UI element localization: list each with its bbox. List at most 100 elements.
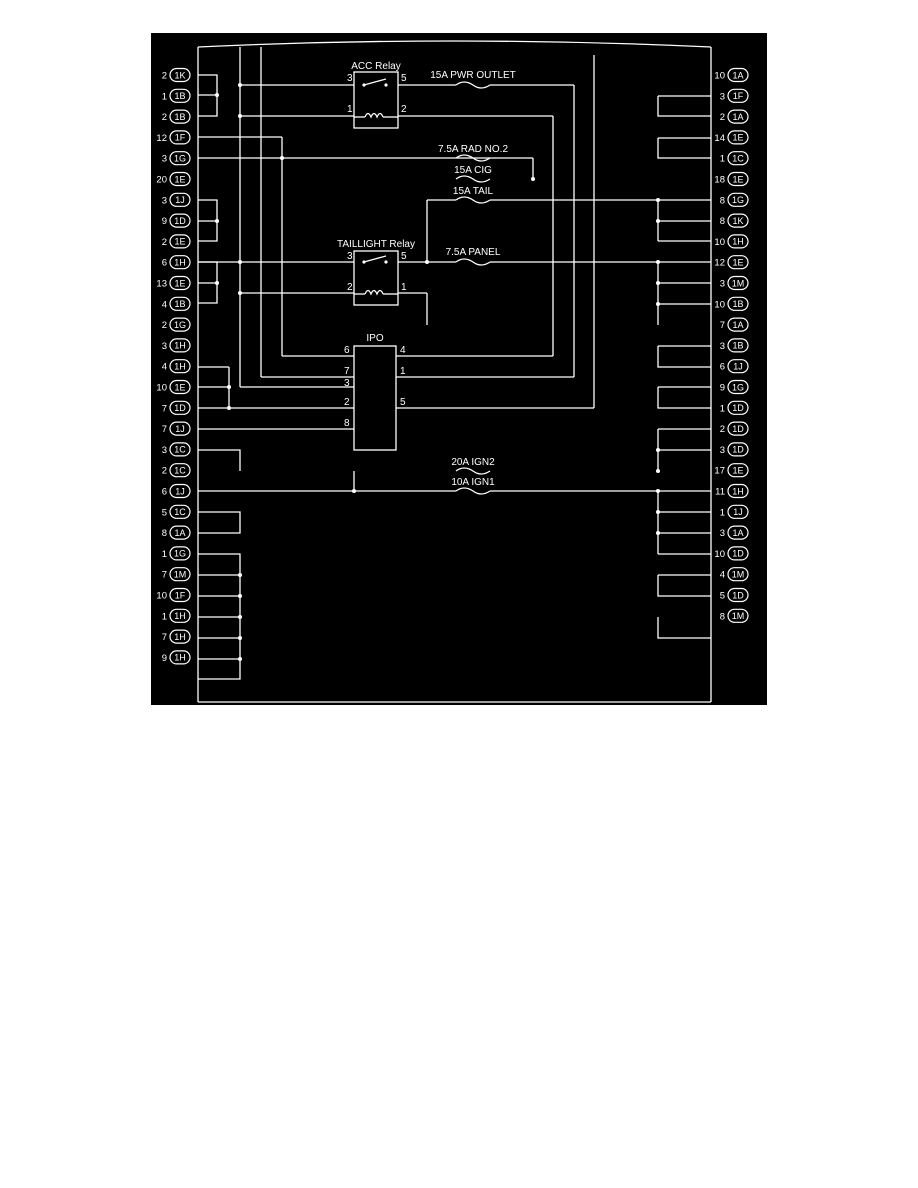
connector-oval bbox=[169, 359, 191, 374]
connector-pin-number: 10 bbox=[714, 549, 725, 560]
connector-pin-number: 8 bbox=[720, 216, 725, 227]
ipo-label: IPO bbox=[366, 333, 383, 344]
connector-id: 1K bbox=[174, 70, 185, 80]
connector-oval bbox=[169, 275, 191, 291]
connector-id: 1F bbox=[175, 590, 186, 600]
connector-pin-number: 7 bbox=[162, 403, 167, 414]
connector-pin-number: 6 bbox=[720, 362, 725, 373]
fuse-ign2-label: 20A IGN2 bbox=[451, 457, 495, 468]
connector-pin-number: 7 bbox=[162, 632, 167, 643]
acc-pin-2: 2 bbox=[401, 104, 407, 115]
connector-pin-number: 6 bbox=[162, 258, 167, 269]
connector-oval bbox=[169, 546, 191, 561]
connector-oval bbox=[169, 88, 191, 103]
connector-pin-number: 14 bbox=[714, 133, 725, 144]
acc-relay-label: ACC Relay bbox=[351, 61, 400, 72]
connector-oval bbox=[727, 67, 749, 83]
connector-oval bbox=[727, 234, 749, 249]
connector-id: 1D bbox=[732, 424, 744, 434]
ipo-pin-1: 1 bbox=[400, 366, 406, 377]
connector-id: 1H bbox=[174, 341, 186, 351]
connector-pin-number: 8 bbox=[720, 195, 725, 206]
connector-pin-number: 6 bbox=[162, 487, 167, 498]
connector-pin-number: 2 bbox=[162, 112, 167, 123]
connector-id: 1E bbox=[732, 174, 743, 184]
connector-oval bbox=[727, 525, 749, 540]
connector-oval bbox=[727, 463, 749, 478]
connector-id: 1E bbox=[732, 133, 743, 143]
connector-oval bbox=[169, 587, 191, 603]
fuse-tail-label: 15A TAIL bbox=[453, 186, 494, 197]
connector-pin-number: 2 bbox=[162, 320, 167, 331]
ipo-pin-3: 3 bbox=[344, 378, 350, 389]
connector-oval bbox=[169, 463, 191, 478]
connector-oval bbox=[169, 504, 191, 519]
connector-oval bbox=[727, 442, 749, 457]
connector-oval bbox=[727, 608, 749, 623]
connector-pin-number: 10 bbox=[156, 591, 167, 602]
connector-oval bbox=[169, 234, 191, 249]
connector-pin-number: 3 bbox=[162, 195, 167, 206]
connector-id: 1G bbox=[732, 195, 744, 205]
connector-oval bbox=[169, 483, 191, 499]
connector-oval bbox=[169, 213, 191, 228]
connector-id: 1M bbox=[732, 570, 745, 580]
connector-id: 1G bbox=[174, 549, 186, 559]
connector-pin-number: 1 bbox=[720, 154, 725, 165]
connector-id: 1J bbox=[733, 507, 743, 517]
connector-oval bbox=[169, 296, 191, 311]
connector-id: 1D bbox=[732, 445, 744, 455]
connector-pin-number: 18 bbox=[714, 175, 725, 186]
acc-pin-5: 5 bbox=[401, 73, 407, 84]
connector-oval bbox=[169, 421, 191, 436]
connector-id: 1F bbox=[175, 133, 186, 143]
connector-pin-number: 3 bbox=[162, 154, 167, 165]
connector-pin-number: 10 bbox=[156, 383, 167, 394]
connector-oval bbox=[727, 567, 749, 582]
connector-pin-number: 4 bbox=[162, 362, 167, 373]
connector-oval bbox=[169, 67, 191, 83]
fuse-cig-label: 15A CIG bbox=[454, 165, 492, 176]
connector-oval bbox=[727, 546, 749, 561]
connector-id: 1B bbox=[732, 299, 743, 309]
connector-id: 1B bbox=[174, 112, 185, 122]
connector-id: 1H bbox=[174, 362, 186, 372]
connector-pin-number: 2 bbox=[720, 424, 725, 435]
connector-pin-number: 1 bbox=[720, 507, 725, 518]
connector-pin-number: 11 bbox=[715, 487, 725, 498]
connector-pin-number: 10 bbox=[714, 237, 725, 248]
connector-oval bbox=[727, 359, 749, 374]
connector-id: 1E bbox=[732, 466, 743, 476]
connector-oval bbox=[727, 88, 749, 103]
connector-id: 1A bbox=[732, 528, 743, 538]
ipo-module bbox=[353, 345, 397, 451]
ipo-pin-5: 5 bbox=[400, 397, 406, 408]
connector-pin-number: 3 bbox=[720, 341, 725, 352]
connector-pin-number: 4 bbox=[720, 570, 725, 581]
taillight-relay-label: TAILLIGHT Relay bbox=[337, 239, 415, 250]
connector-oval bbox=[727, 151, 749, 166]
connector-oval bbox=[727, 483, 749, 499]
connector-oval bbox=[727, 275, 749, 291]
